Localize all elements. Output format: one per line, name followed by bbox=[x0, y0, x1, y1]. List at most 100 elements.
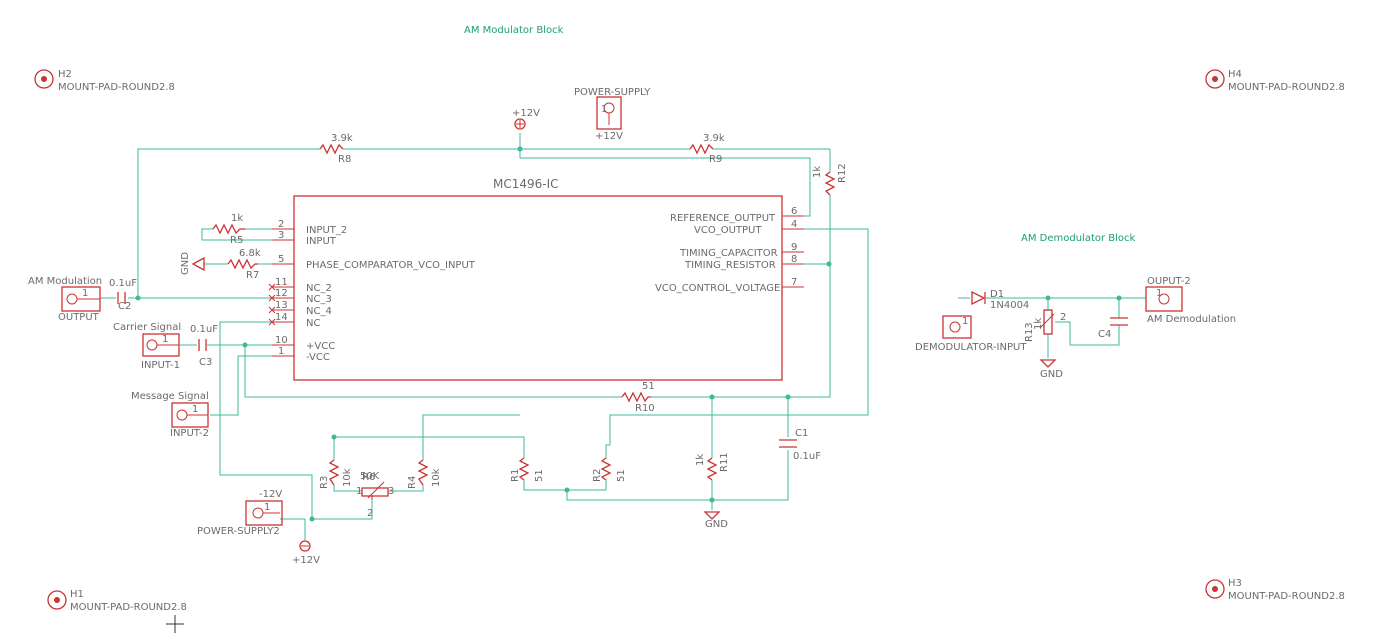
h3-ref: H3 bbox=[1228, 578, 1242, 589]
resistor-r7[interactable]: 6.8k R7 bbox=[227, 248, 261, 281]
potentiometer-r13[interactable]: R13 1k 2 bbox=[1024, 309, 1066, 342]
capacitor-c2[interactable]: 0.1uF C2 bbox=[109, 278, 137, 312]
r13-ref: R13 bbox=[1024, 322, 1035, 342]
resistor-r10[interactable]: 51 R10 bbox=[621, 381, 655, 414]
r5-ref: R5 bbox=[230, 235, 243, 246]
r8-ref: R8 bbox=[338, 154, 351, 165]
r3-value: 10k bbox=[342, 468, 353, 487]
output-connector[interactable]: 1 AM Modulation OUTPUT bbox=[28, 276, 102, 323]
demodulator-input-connector[interactable]: 1 DEMODULATOR-INPUT bbox=[915, 315, 1027, 353]
power-supply2-connector[interactable]: 1 -12V POWER-SUPPLY2 bbox=[197, 489, 283, 537]
ic-pin-1-num: 1 bbox=[278, 346, 284, 357]
mount-pad-h1[interactable]: H1 MOUNT-PAD-ROUND2.8 bbox=[47, 589, 187, 613]
r6-pin-3: 3 bbox=[388, 486, 394, 497]
input1-connector[interactable]: 1 Carrier Signal INPUT-1 bbox=[113, 322, 181, 371]
ic-pin-6-num: 6 bbox=[791, 206, 797, 217]
resistor-r2[interactable]: R2 51 bbox=[592, 457, 627, 482]
r12-value: 1k bbox=[812, 166, 823, 178]
r2-value: 51 bbox=[616, 469, 627, 482]
r10-ref: R10 bbox=[635, 403, 655, 414]
r10-value: 51 bbox=[642, 381, 655, 392]
input2-connector[interactable]: 1 Message Signal INPUT-2 bbox=[131, 391, 209, 439]
wires-demodulator bbox=[958, 295, 1146, 358]
h2-ref: H2 bbox=[58, 69, 72, 80]
demodulator-block-title: AM Demodulator Block bbox=[1021, 233, 1136, 244]
r1-value: 51 bbox=[534, 469, 545, 482]
ic-pin-14-num: 14 bbox=[275, 312, 288, 323]
resistor-r11[interactable]: 1k R11 bbox=[695, 452, 730, 481]
r12-ref: R12 bbox=[837, 163, 848, 183]
potentiometer-r6[interactable]: R6 50K 50K 1 2 3 bbox=[356, 470, 394, 519]
input2-title: Message Signal bbox=[131, 391, 209, 402]
r4-ref: R4 bbox=[407, 476, 418, 489]
ic-pin-reference: REFERENCE_OUTPUT bbox=[670, 213, 776, 224]
c3-ref: C3 bbox=[199, 357, 212, 368]
ground-symbol-r11: GND bbox=[703, 511, 728, 530]
mount-pad-h3[interactable]: H3 MOUNT-PAD-ROUND2.8 bbox=[1205, 578, 1345, 602]
c1-value: 0.1uF bbox=[793, 451, 821, 462]
ic-pin-3-num: 3 bbox=[278, 230, 284, 241]
r4-value: 10k bbox=[431, 468, 442, 487]
ic-pin-11-num: 11 bbox=[275, 277, 288, 288]
ic-pin-7-num: 7 bbox=[791, 277, 797, 288]
mount-pad-h4[interactable]: H4 MOUNT-PAD-ROUND2.8 bbox=[1205, 69, 1345, 93]
r9-value: 3.9k bbox=[703, 133, 725, 144]
input1-pin: 1 bbox=[162, 334, 168, 345]
diode-d1[interactable]: D1 1N4004 bbox=[971, 289, 1029, 311]
mount-pad-h2[interactable]: H2 MOUNT-PAD-ROUND2.8 bbox=[34, 69, 175, 93]
power-supply-connector[interactable]: 1 POWER-SUPPLY +12V bbox=[574, 87, 651, 142]
supply-top-label: +12V bbox=[512, 108, 540, 119]
capacitor-c1[interactable]: C1 0.1uF bbox=[779, 428, 821, 462]
resistor-r8[interactable]: 3.9k R8 bbox=[319, 133, 353, 165]
r6-pin-1: 1 bbox=[356, 486, 362, 497]
r6-pin-2: 2 bbox=[367, 508, 373, 519]
resistor-r3[interactable]: R3 10k bbox=[319, 459, 353, 489]
ic-mc1496[interactable]: MC1496-IC 2 INPUT_2 3 INPUT 5 PHASE_COMP… bbox=[268, 177, 804, 381]
ic-pin-12-num: 12 bbox=[275, 288, 288, 299]
resistor-r9[interactable]: 3.9k R9 bbox=[689, 133, 725, 165]
power-supply-pin: 1 bbox=[601, 104, 607, 115]
power-supply-value: +12V bbox=[595, 131, 623, 142]
demod-output-label: AM Demodulation bbox=[1147, 314, 1236, 325]
ic-pin-phase: PHASE_COMPARATOR_VCO_INPUT bbox=[306, 260, 476, 271]
r3-ref: R3 bbox=[319, 476, 330, 489]
output-title: AM Modulation bbox=[28, 276, 102, 287]
resistor-r5[interactable]: 1k R5 bbox=[212, 213, 245, 246]
demod-output-title: OUPUT-2 bbox=[1147, 276, 1191, 287]
power-supply2-label: POWER-SUPPLY2 bbox=[197, 526, 280, 537]
output-pin: 1 bbox=[82, 288, 88, 299]
resistor-r4[interactable]: R4 10k bbox=[407, 459, 442, 489]
r6-value-shown: 50K bbox=[360, 471, 380, 482]
cursor-crosshair-icon bbox=[166, 615, 184, 633]
r7-ref: R7 bbox=[246, 270, 259, 281]
ic-pin-4-num: 4 bbox=[791, 219, 797, 230]
demod-input-pin: 1 bbox=[962, 316, 968, 327]
input1-title: Carrier Signal bbox=[113, 322, 181, 333]
c4-ref: C4 bbox=[1098, 329, 1111, 340]
demod-output-pin: 1 bbox=[1156, 288, 1162, 299]
c2-ref: C2 bbox=[118, 301, 131, 312]
supply-bottom-label: +12V bbox=[292, 555, 320, 566]
demod-input-label: DEMODULATOR-INPUT bbox=[915, 342, 1027, 353]
r1-ref: R1 bbox=[510, 469, 521, 482]
ic-pin-5-num: 5 bbox=[278, 254, 284, 265]
power-supply2-pin: 1 bbox=[264, 502, 270, 513]
power-supply2-value: -12V bbox=[259, 489, 282, 500]
wires-modulator bbox=[100, 133, 869, 540]
demodulator-output-connector[interactable]: 1 OUPUT-2 AM Demodulation bbox=[1145, 276, 1236, 325]
ic-pin-nc3: NC_3 bbox=[306, 294, 332, 305]
ic-pin-nc4: NC_4 bbox=[306, 306, 332, 317]
resistor-r12[interactable]: 1k R12 bbox=[812, 163, 848, 196]
ic-pin-vco-out: VCO_OUTPUT bbox=[694, 225, 762, 236]
ic-pin-input2: INPUT_2 bbox=[306, 225, 347, 236]
d1-value: 1N4004 bbox=[990, 300, 1029, 311]
c3-value: 0.1uF bbox=[190, 324, 218, 335]
resistor-r1[interactable]: R1 51 bbox=[510, 457, 545, 482]
gnd-r7-label: GND bbox=[180, 252, 191, 275]
capacitor-c3[interactable]: 0.1uF C3 bbox=[190, 324, 218, 368]
r8-value: 3.9k bbox=[331, 133, 353, 144]
h4-ref: H4 bbox=[1228, 69, 1242, 80]
r11-ref: R11 bbox=[719, 452, 730, 472]
capacitor-c4[interactable]: C4 bbox=[1098, 317, 1128, 340]
ic-pin-timing-res: TIMING_RESISTOR bbox=[684, 260, 776, 271]
